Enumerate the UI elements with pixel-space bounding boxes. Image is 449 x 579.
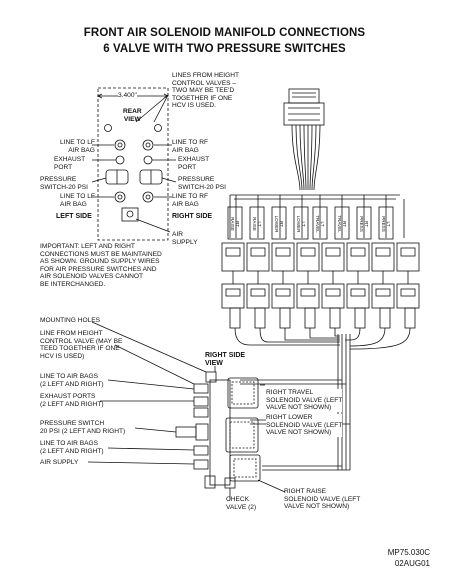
- harness-top: [229, 88, 405, 238]
- connector-row-2: [221, 242, 420, 284]
- harness-label: LT TRAVEL: [315, 215, 325, 233]
- rf-air-bag-label-2: LINE TO RF AIR BAG: [172, 193, 209, 208]
- check-valve-label: CHECK VALVE (2): [226, 496, 257, 511]
- figure-code: MP75.030C: [387, 548, 430, 557]
- manifold-side-view: [87, 321, 286, 500]
- rf-air-bag-label-1: LINE TO RF AIR BAG: [172, 139, 209, 154]
- pressure-switch-right-label: PRESSURE SWITCH-20 PSI: [178, 176, 226, 191]
- important-note: IMPORTANT: LEFT AND RIGHT CONNECTIONS MU…: [40, 243, 162, 288]
- air-bags-label-2: LINE TO AIR BAGS (2 LEFT AND RIGHT): [40, 440, 104, 455]
- left-side-label: LEFT SIDE: [56, 213, 92, 220]
- harness-label: RT PRESS: [359, 216, 369, 232]
- harness-label: LT LOWER: [296, 215, 306, 233]
- harness-label: RT TRAVEL: [337, 215, 347, 233]
- air-bags-label-1: LINE TO AIR BAGS (2 LEFT AND RIGHT): [40, 373, 104, 388]
- connector-row-1: [227, 206, 394, 240]
- right-travel-label: RIGHT TRAVEL SOLENOID VALVE (LEFT VALVE …: [266, 389, 343, 412]
- connector-row-3: [221, 283, 420, 329]
- figure-date: 02AUG01: [394, 559, 430, 568]
- exhaust-ports-label: EXHAUST PORTS (2 LEFT AND RIGHT): [40, 393, 104, 408]
- title-line-1: FRONT AIR SOLENOID MANIFOLD CONNECTIONS: [83, 27, 366, 39]
- lf-air-bag-label-1: LINE TO LF AIR BAG: [60, 139, 95, 154]
- harness-label: RT LOWER: [274, 215, 284, 233]
- harness-label: LT PRESS: [381, 216, 391, 232]
- harness-label: LT RAISE: [252, 217, 262, 231]
- pressure-switch-left-label: PRESSURE SWITCH-20 PSI: [40, 176, 88, 191]
- title-line-2: 6 VALVE WITH TWO PRESSURE SWITCHES: [103, 43, 346, 55]
- right-lower-label: RIGHT LOWER SOLENOID VALVE (LEFT VALVE N…: [266, 414, 343, 437]
- mounting-holes-label: MOUNTING HOLES: [40, 317, 101, 324]
- dimension-label: 3.400": [118, 92, 137, 100]
- exhaust-port-left-label: EXHAUST PORT: [54, 156, 86, 171]
- right-side-label: RIGHT SIDE: [172, 213, 213, 220]
- air-supply-top-label: AIR SUPPLY: [172, 231, 198, 246]
- height-control-note: LINES FROM HEIGHT CONTROL VALVES – TWO M…: [172, 72, 240, 110]
- lf-air-bag-label-2: LINE TO LF AIR BAG: [60, 193, 95, 208]
- harness-label: RT RAISE: [230, 217, 240, 231]
- air-supply-side-label: AIR SUPPLY: [40, 459, 79, 466]
- rear-view-label: REAR VIEW: [123, 108, 142, 123]
- right-raise-label: RIGHT RAISE SOLENOID VALVE (LEFT VALVE N…: [284, 488, 361, 511]
- exhaust-port-right-label: EXHAUST PORT: [178, 156, 210, 171]
- pressure-switch-label: PRESSURE SWITCH 20 PSI (2 LEFT AND RIGHT…: [40, 420, 126, 435]
- right-side-view-label: RIGHT SIDE VIEW: [205, 352, 246, 367]
- hcv-line-label: LINE FROM HEIGHT CONTROL VALVE (MAY BE T…: [40, 330, 123, 360]
